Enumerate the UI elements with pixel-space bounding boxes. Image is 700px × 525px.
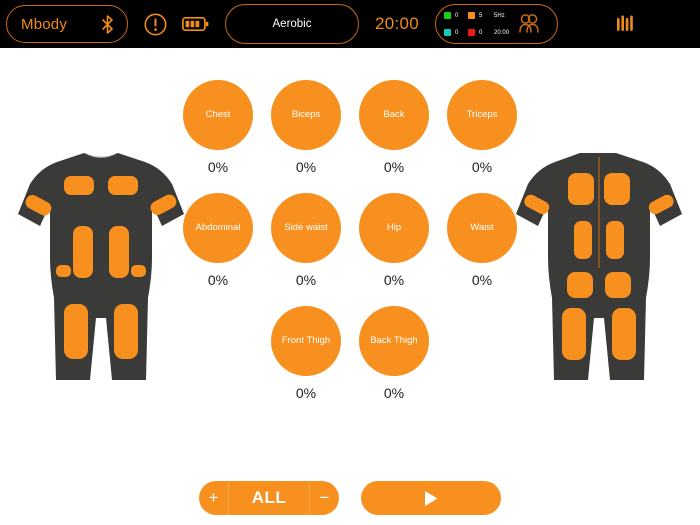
suit-back-view[interactable] bbox=[510, 148, 688, 386]
status-value: 0 bbox=[455, 29, 459, 36]
channel-status-panel[interactable]: 0 5 5Hz 0 0 20:00 bbox=[435, 4, 559, 44]
status-row: 0 0 20:00 bbox=[444, 26, 549, 40]
muscle-value-abdominal: 0% bbox=[207, 272, 229, 288]
session-timer: 20:00 bbox=[375, 14, 420, 33]
muscle-value-chest: 0% bbox=[207, 159, 229, 175]
signal-bars-icon[interactable] bbox=[616, 12, 636, 34]
muscle-value-hip: 0% bbox=[383, 272, 405, 288]
muscle-button-triceps[interactable]: Triceps bbox=[447, 80, 517, 150]
status-value: 0 bbox=[479, 29, 483, 36]
muscle-button-front-thigh[interactable]: Front Thigh bbox=[271, 306, 341, 376]
muscle-row-2: Abdominal 0% Side waist 0% Hip 0% Waist … bbox=[183, 193, 517, 288]
logo-text: Mbody bbox=[21, 15, 68, 33]
muscle-cell-back: Back 0% bbox=[359, 80, 429, 175]
led-orange-indicator bbox=[468, 12, 476, 19]
muscle-cell-abdominal: Abdominal 0% bbox=[183, 193, 253, 288]
muscle-cell-hip: Hip 0% bbox=[359, 193, 429, 288]
muscle-button-side-waist[interactable]: Side waist bbox=[271, 193, 341, 263]
led-teal-indicator bbox=[444, 29, 452, 36]
muscle-cell-chest: Chest 0% bbox=[183, 80, 253, 175]
muscle-button-hip[interactable]: Hip bbox=[359, 193, 429, 263]
bottom-control-bar: + ALL − bbox=[0, 478, 700, 518]
muscle-cell-biceps: Biceps 0% bbox=[271, 80, 341, 175]
muscle-value-back: 0% bbox=[383, 159, 405, 175]
program-label: Aerobic bbox=[272, 18, 312, 30]
muscle-cell-back-thigh: Back Thigh 0% bbox=[359, 306, 429, 401]
bluetooth-icon[interactable] bbox=[101, 14, 114, 34]
muscle-row-1: Chest 0% Biceps 0% Back 0% Triceps 0% bbox=[183, 80, 517, 175]
muscle-button-back-thigh[interactable]: Back Thigh bbox=[359, 306, 429, 376]
muscle-cell-front-thigh: Front Thigh 0% bbox=[271, 306, 341, 401]
muscle-button-biceps[interactable]: Biceps bbox=[271, 80, 341, 150]
muscle-button-abdominal[interactable]: Abdominal bbox=[183, 193, 253, 263]
muscle-value-front-thigh: 0% bbox=[295, 385, 317, 401]
muscle-value-side-waist: 0% bbox=[295, 272, 317, 288]
status-value: 5 bbox=[479, 12, 483, 19]
status-value: 0 bbox=[455, 12, 459, 19]
muscle-row-3: Front Thigh 0% Back Thigh 0% bbox=[186, 306, 514, 401]
muscle-value-biceps: 0% bbox=[295, 159, 317, 175]
muscle-cell-waist: Waist 0% bbox=[447, 193, 517, 288]
status-duration: 20:00 bbox=[494, 29, 510, 36]
play-icon bbox=[423, 490, 439, 507]
led-red-indicator bbox=[468, 29, 476, 36]
program-selector[interactable]: Aerobic bbox=[225, 4, 359, 44]
battery-icon bbox=[182, 16, 209, 32]
muscle-value-back-thigh: 0% bbox=[383, 385, 405, 401]
muscle-button-waist[interactable]: Waist bbox=[447, 193, 517, 263]
top-status-bar: Mbody Aerobic 20:00 0 5 bbox=[0, 0, 700, 48]
suit-front-view[interactable] bbox=[12, 148, 190, 386]
muscle-button-back[interactable]: Back bbox=[359, 80, 429, 150]
muscle-value-triceps: 0% bbox=[471, 159, 493, 175]
muscle-button-chest[interactable]: Chest bbox=[183, 80, 253, 150]
muscle-value-waist: 0% bbox=[471, 272, 493, 288]
led-green-indicator bbox=[444, 12, 452, 19]
all-intensity-stepper[interactable]: + ALL − bbox=[199, 481, 339, 515]
status-frequency: 5Hz bbox=[494, 12, 505, 19]
play-button[interactable] bbox=[361, 481, 501, 515]
status-row: 0 5 5Hz bbox=[444, 9, 549, 23]
all-label[interactable]: ALL bbox=[251, 488, 287, 507]
alert-exclamation-icon[interactable] bbox=[144, 13, 167, 36]
muscle-cell-triceps: Triceps 0% bbox=[447, 80, 517, 175]
logo-device-pill[interactable]: Mbody bbox=[6, 5, 128, 43]
increase-all-button[interactable]: + bbox=[199, 481, 229, 515]
decrease-all-button[interactable]: − bbox=[309, 481, 339, 515]
muscle-group-grid: Chest 0% Biceps 0% Back 0% Triceps 0% Ab… bbox=[183, 80, 517, 401]
users-icon[interactable] bbox=[516, 12, 542, 34]
muscle-cell-side-waist: Side waist 0% bbox=[271, 193, 341, 288]
